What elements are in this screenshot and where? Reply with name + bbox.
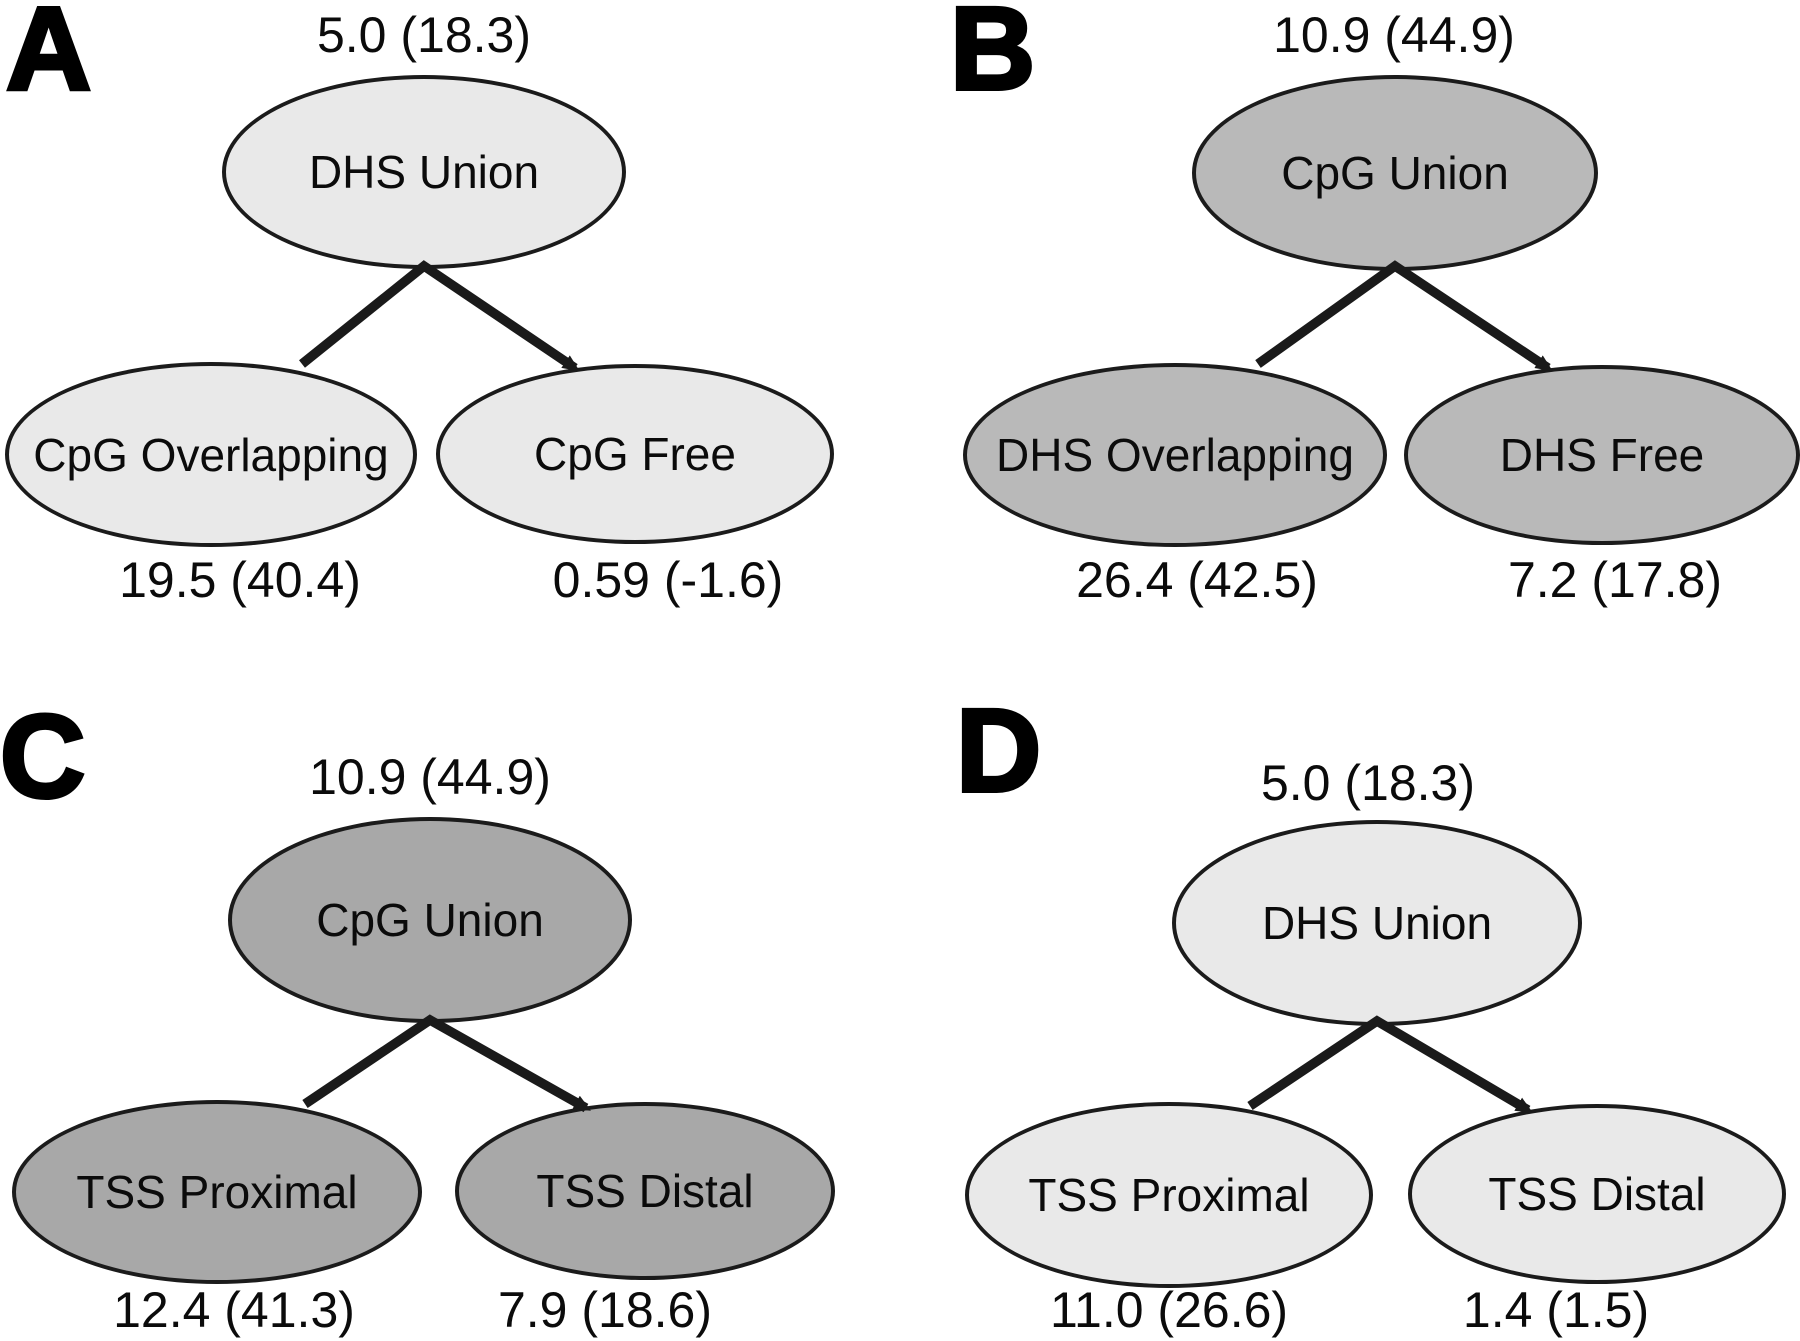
panel-c-right-child-annotation: 7.9 (18.6) xyxy=(497,1282,712,1338)
panel-d-left-child-annotation: 11.0 (26.6) xyxy=(1049,1282,1289,1338)
panel-c-edges xyxy=(302,1014,591,1113)
panel-d-root-node: DHS Union xyxy=(1172,820,1582,1026)
panel-b-root-label: CpG Union xyxy=(1281,147,1509,199)
panel-b-right-child-label: DHS Free xyxy=(1499,429,1705,481)
panel-b-letter: B xyxy=(948,0,1037,115)
panel-c-letter: C xyxy=(0,691,87,823)
panel-a-root-label: DHS Union xyxy=(308,146,540,198)
panel-a-left-child-label: CpG Overlapping xyxy=(33,428,389,481)
panel-d-right-child-label: TSS Distal xyxy=(1488,1168,1706,1220)
panel-c-right-child-label: TSS Distal xyxy=(536,1165,754,1217)
panel-c-left-child-node: TSS Proximal xyxy=(12,1100,422,1284)
panel-d-left-child-label: TSS Proximal xyxy=(1028,1169,1310,1221)
panel-d-right-child-node: TSS Distal xyxy=(1408,1104,1786,1284)
panel-a-edges xyxy=(299,260,580,372)
panel-d-right-child-annotation: 1.4 (1.5) xyxy=(1462,1282,1650,1338)
panel-a-letter: A xyxy=(4,0,93,115)
panel-c-root-node: CpG Union xyxy=(228,817,632,1023)
panel-c-right-child-node: TSS Distal xyxy=(455,1102,835,1280)
panel-b-right-child-node: DHS Free xyxy=(1404,365,1800,545)
panel-a-root-node: DHS Union xyxy=(222,75,626,269)
panel-c-root-annotation: 10.9 (44.9) xyxy=(309,749,551,805)
panel-b-root-node: CpG Union xyxy=(1192,75,1598,271)
panel-b-left-child-annotation: 26.4 (42.5) xyxy=(1076,552,1318,608)
panel-a-root-annotation: 5.0 (18.3) xyxy=(316,7,531,63)
panel-c-root-label: CpG Union xyxy=(316,894,544,946)
panel-d-edges xyxy=(1247,1015,1533,1115)
panel-d-left-child-node: TSS Proximal xyxy=(965,1102,1373,1288)
panel-a-right-child-annotation: 0.59 (-1.6) xyxy=(552,552,784,608)
panel-b-right-child-annotation: 7.2 (17.8) xyxy=(1507,552,1722,608)
panel-b-root-annotation: 10.9 (44.9) xyxy=(1273,7,1515,63)
panel-a-left-child-node: CpG Overlapping xyxy=(5,362,417,547)
panel-a-left-child-annotation: 19.5 (40.4) xyxy=(119,552,361,608)
panel-d-root-annotation: 5.0 (18.3) xyxy=(1260,755,1475,811)
panel-a-right-child-node: CpG Free xyxy=(436,364,834,544)
panel-b-left-child-label: DHS Overlapping xyxy=(996,429,1354,481)
panel-c-left-child-annotation: 12.4 (41.3) xyxy=(113,1282,355,1338)
panel-d-root-label: DHS Union xyxy=(1261,897,1493,949)
panel-b-left-child-node: DHS Overlapping xyxy=(963,363,1387,547)
panel-b-edges xyxy=(1255,260,1553,372)
panel-a-right-child-label: CpG Free xyxy=(534,428,736,480)
panel-d-letter: D xyxy=(954,685,1043,817)
panel-c-left-child-label: TSS Proximal xyxy=(76,1166,358,1218)
